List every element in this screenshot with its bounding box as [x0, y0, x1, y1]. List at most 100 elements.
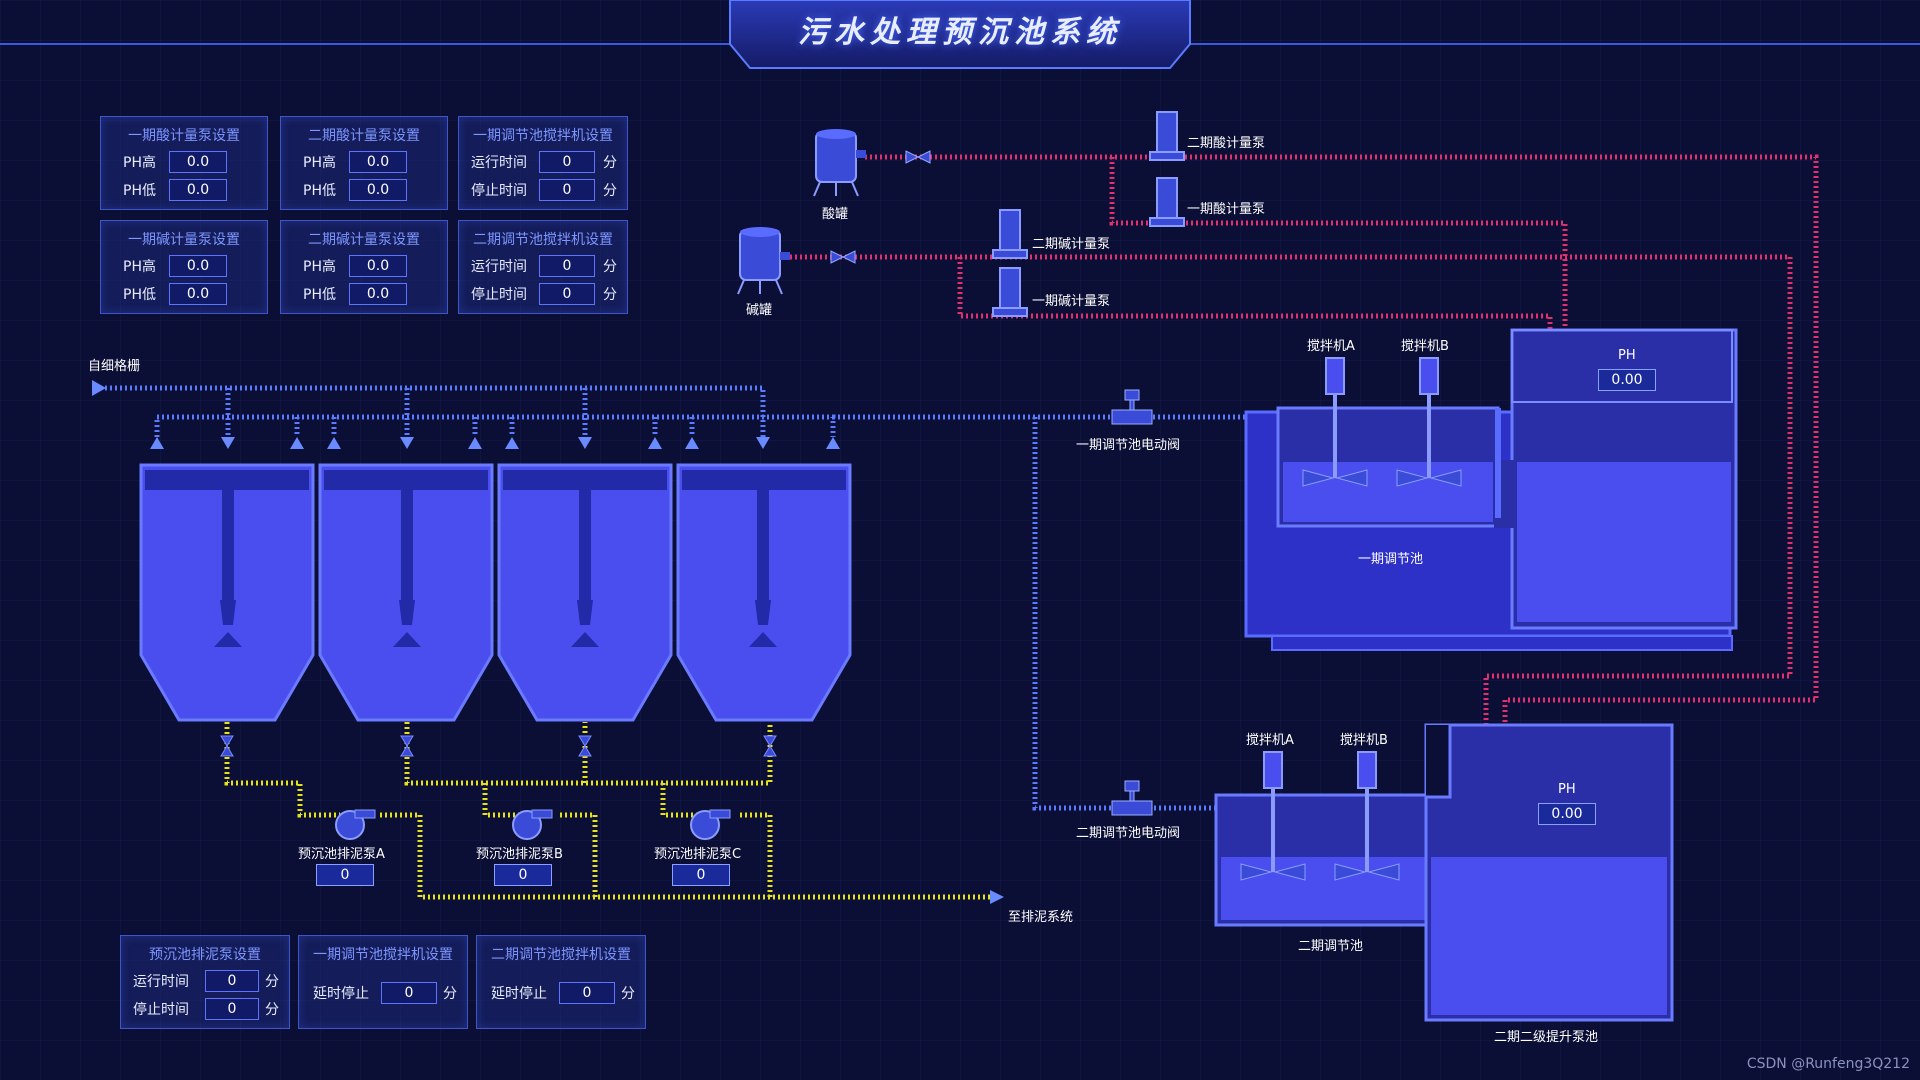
panel-title: 二期碱计量泵设置	[308, 232, 420, 248]
mixer2-delay-input[interactable]: 0	[559, 982, 615, 1004]
acid-pump1-icon	[1149, 177, 1185, 227]
delay-stop-label: 延时停止	[491, 986, 547, 1002]
alkali2-ph-low-input[interactable]: 0.0	[349, 283, 407, 305]
pump-c-label[interactable]: 预沉池排泥泵C	[654, 847, 742, 862]
panel-alkali2-settings: 二期碱计量泵设置 PH高 0.0 PH低 0.0	[280, 220, 448, 314]
phase2-mixers	[1240, 751, 1400, 881]
electric-valve-1-icon	[1111, 389, 1153, 425]
tank1-label: 一期调节池	[1358, 552, 1424, 567]
panel-acid1-settings: 一期酸计量泵设置 PH高 0.0 PH低 0.0	[100, 116, 268, 210]
presettling-tank-4	[676, 463, 852, 722]
delay-stop-label: 延时停止	[313, 986, 369, 1002]
mixer1-stop-time-input[interactable]: 0	[539, 179, 595, 201]
mixer-a1-label[interactable]: 搅拌机A	[1307, 339, 1355, 354]
tank2-label: 二期调节池	[1298, 939, 1364, 954]
sludge-pump-a-icon	[335, 809, 376, 840]
electric-valve-2-icon	[1111, 780, 1153, 816]
sludge-pump-b-icon	[512, 809, 553, 840]
panel-title: 二期调节池搅拌机设置	[491, 947, 631, 963]
inlet-label: 自细格栅	[88, 359, 141, 374]
alkali-pump2-icon	[992, 209, 1028, 259]
run-time-label: 运行时间	[133, 974, 189, 990]
mixer-b2-label[interactable]: 搅拌机B	[1340, 733, 1388, 748]
mixer2-stop-time-input[interactable]: 0	[539, 283, 595, 305]
mixer-b1-label[interactable]: 搅拌机B	[1401, 339, 1449, 354]
alkali1-ph-high-input[interactable]: 0.0	[169, 255, 227, 277]
presettling-tank-2	[318, 463, 494, 722]
pump-a-value: 0	[316, 864, 374, 886]
sludge-pump-c-icon	[690, 809, 731, 840]
alkali-pump1-icon	[992, 267, 1028, 317]
lift-pool-label: 二期二级提升泵池	[1494, 1030, 1599, 1045]
mixer-a2-label[interactable]: 搅拌机A	[1246, 733, 1294, 748]
sludge-valves	[220, 735, 777, 757]
alkali-pump2-label[interactable]: 二期碱计量泵	[1032, 237, 1111, 252]
phase1-mixers	[1302, 357, 1462, 487]
panel-sludge-pump-settings: 预沉池排泥泵设置 运行时间 0 分 停止时间 0 分	[120, 935, 290, 1029]
valve1-label[interactable]: 一期调节池电动阀	[1076, 438, 1181, 453]
ph-high-label: PH高	[303, 259, 336, 275]
ph2-label: PH	[1558, 782, 1576, 797]
panel-title: 预沉池排泥泵设置	[149, 947, 261, 963]
unit-label: 分	[265, 974, 279, 990]
mixer2-run-time-input[interactable]: 0	[539, 255, 595, 277]
panel-mixer2-delay-settings: 二期调节池搅拌机设置 延时停止 0 分	[476, 935, 646, 1029]
pump-c-value: 0	[672, 864, 730, 886]
unit-label: 分	[265, 1002, 279, 1018]
presettling-tank-1	[139, 463, 315, 722]
alkali1-ph-low-input[interactable]: 0.0	[169, 283, 227, 305]
ph1-value-display: 0.00	[1598, 369, 1656, 391]
sludge-stop-time-input[interactable]: 0	[205, 998, 259, 1020]
acid1-ph-low-input[interactable]: 0.0	[169, 179, 227, 201]
stop-time-label: 停止时间	[471, 183, 527, 199]
presettling-tank-3	[497, 463, 673, 722]
phase1-regulating-tank	[1244, 328, 1738, 651]
alkali-pump1-label[interactable]: 一期碱计量泵	[1032, 294, 1111, 309]
page-title: 污水处理预沉池系统	[798, 15, 1122, 50]
panel-title: 二期调节池搅拌机设置	[473, 232, 613, 248]
alkali-tank-label: 碱罐	[746, 303, 773, 318]
ph-high-label: PH高	[123, 259, 156, 275]
acid-pump2-label[interactable]: 二期酸计量泵	[1187, 136, 1266, 151]
watermark: CSDN @Runfeng3Q212	[1746, 1056, 1910, 1072]
sludge-run-time-input[interactable]: 0	[205, 970, 259, 992]
acid2-ph-low-input[interactable]: 0.0	[349, 179, 407, 201]
pump-b-value: 0	[494, 864, 552, 886]
unit-label: 分	[443, 986, 457, 1002]
panel-acid2-settings: 二期酸计量泵设置 PH高 0.0 PH低 0.0	[280, 116, 448, 210]
valve2-label[interactable]: 二期调节池电动阀	[1076, 826, 1181, 841]
ph-low-label: PH低	[123, 183, 156, 199]
unit-label: 分	[603, 183, 617, 199]
panel-mixer1-delay-settings: 一期调节池搅拌机设置 延时停止 0 分	[298, 935, 468, 1029]
mixer1-run-time-input[interactable]: 0	[539, 151, 595, 173]
mixer1-delay-input[interactable]: 0	[381, 982, 437, 1004]
ph-high-label: PH高	[303, 155, 336, 171]
header-bar	[0, 0, 1920, 69]
ph-low-label: PH低	[303, 287, 336, 303]
acid1-ph-high-input[interactable]: 0.0	[169, 151, 227, 173]
alkali2-ph-high-input[interactable]: 0.0	[349, 255, 407, 277]
unit-label: 分	[603, 155, 617, 171]
acid-tank-label: 酸罐	[822, 207, 849, 222]
panel-title: 一期碱计量泵设置	[128, 232, 240, 248]
ph-high-label: PH高	[123, 155, 156, 171]
to-sludge-label: 至排泥系统	[1008, 910, 1074, 925]
panel-mixer1-time-settings: 一期调节池搅拌机设置 运行时间 0 分 停止时间 0 分	[458, 116, 628, 210]
pump-a-label[interactable]: 预沉池排泥泵A	[298, 847, 385, 862]
phase2-lift-pool	[1424, 723, 1674, 1022]
ph-low-label: PH低	[123, 287, 156, 303]
stop-time-label: 停止时间	[133, 1002, 189, 1018]
sludge-outlet-arrow	[990, 890, 1004, 904]
acid-pump2-icon	[1149, 111, 1185, 161]
run-time-label: 运行时间	[471, 259, 527, 275]
pump-b-label[interactable]: 预沉池排泥泵B	[476, 847, 563, 862]
panel-title: 二期酸计量泵设置	[308, 128, 420, 144]
acid2-ph-high-input[interactable]: 0.0	[349, 151, 407, 173]
phase2-regulating-tank	[1214, 793, 1434, 927]
stop-time-label: 停止时间	[471, 287, 527, 303]
ph1-label: PH	[1618, 348, 1636, 363]
panel-title: 一期调节池搅拌机设置	[313, 947, 453, 963]
acid-pump1-label[interactable]: 一期酸计量泵	[1187, 202, 1266, 217]
ph-low-label: PH低	[303, 183, 336, 199]
